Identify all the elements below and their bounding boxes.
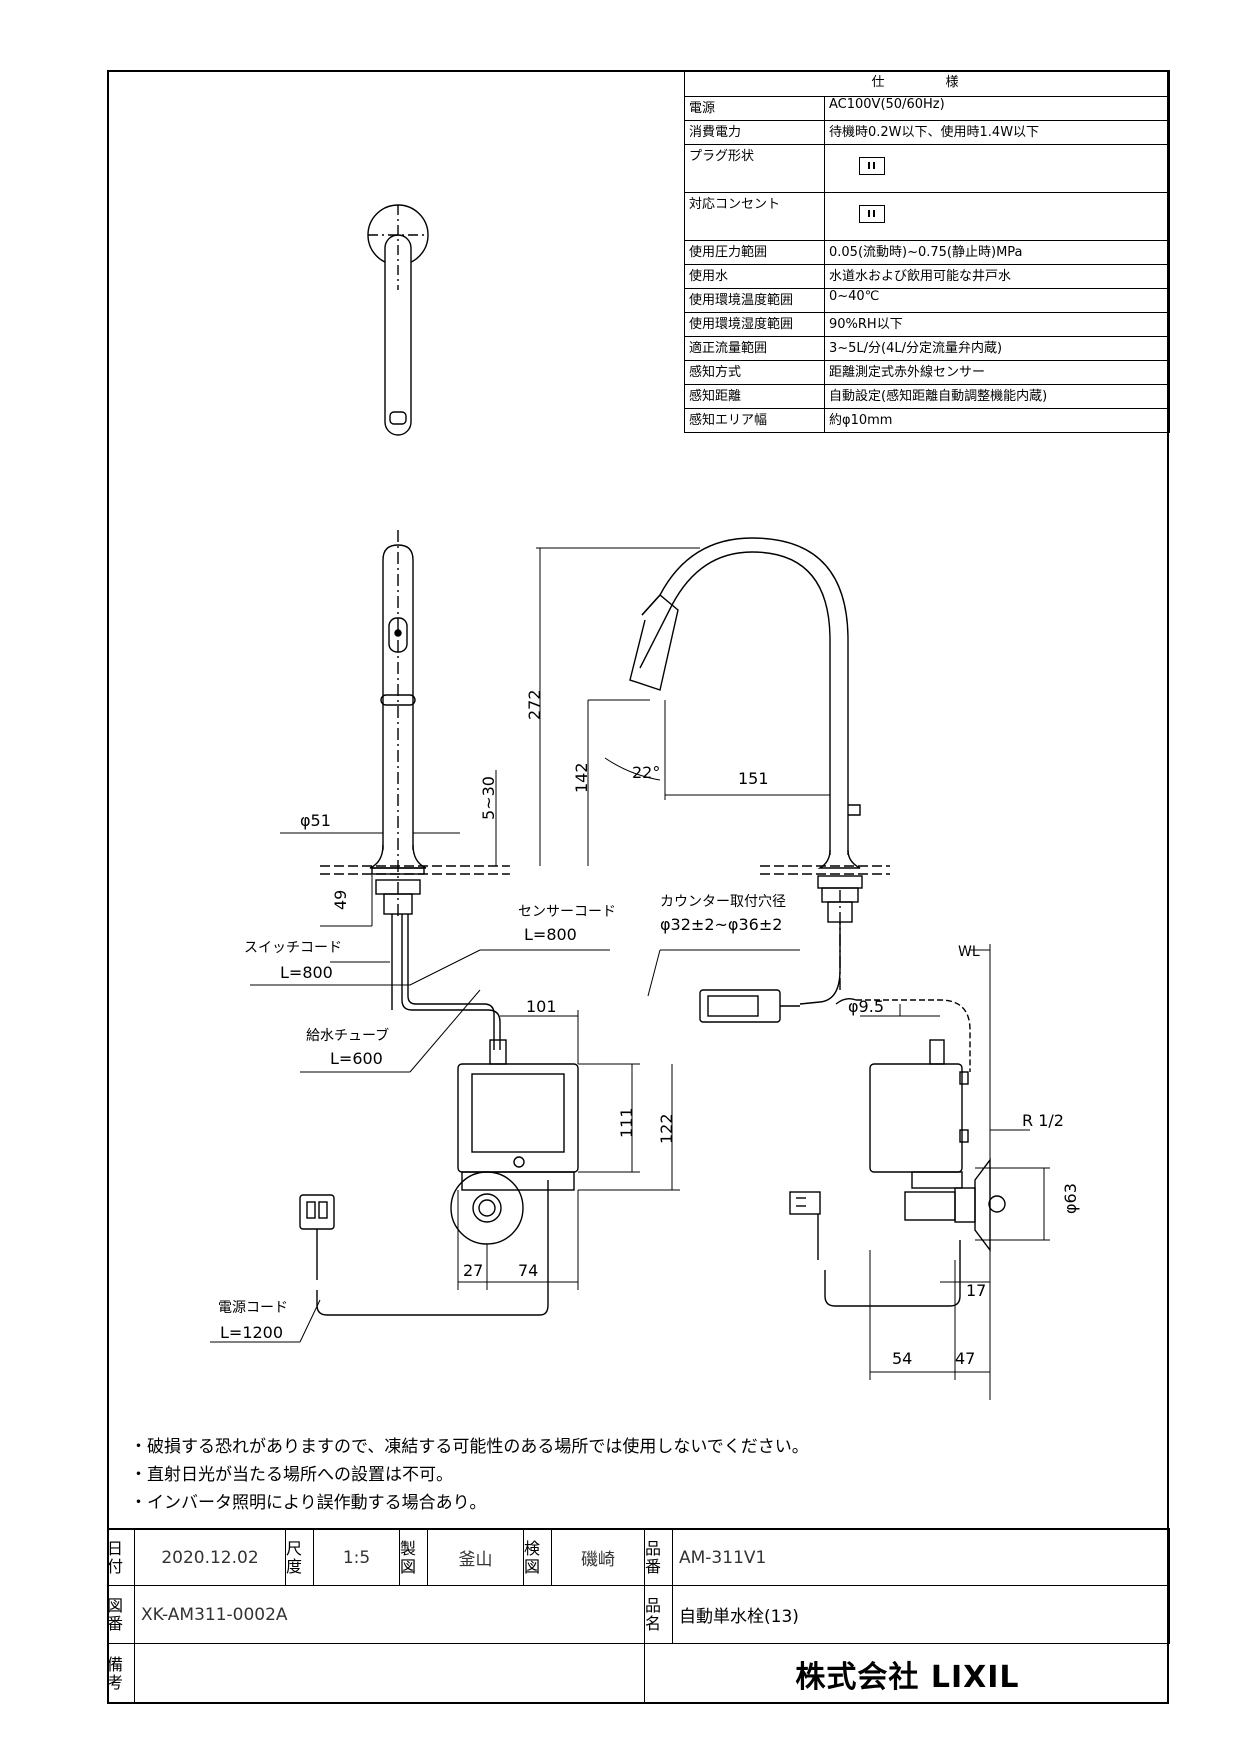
remarks-value <box>135 1644 645 1704</box>
dim-label: φ9.5 <box>848 997 884 1016</box>
date-value: 2020.12.02 <box>135 1530 286 1586</box>
plug-shape-cell <box>824 144 1170 193</box>
dim-label: 54 <box>892 1349 912 1368</box>
spec-label: 使用環境湿度範囲 <box>684 312 825 337</box>
dim-label: 47 <box>955 1349 975 1368</box>
company-cell: 株式会社 LIXIL <box>645 1644 1170 1704</box>
faucet-front-view <box>369 530 501 1050</box>
spec-value: 約φ10mm <box>824 408 1170 433</box>
wl-label: WL <box>958 944 980 960</box>
dim-label: 142 <box>572 762 591 793</box>
spec-value: AC100V(50/60Hz) <box>824 96 1170 121</box>
dim-label: φ63 <box>1061 1183 1080 1214</box>
product-name-value: 自動単水栓(13) <box>673 1586 1170 1644</box>
faucet-side-view <box>629 537 863 1023</box>
plug-shape-icon <box>859 157 885 175</box>
dimension-lines <box>210 547 1050 1400</box>
dim-label: 122 <box>657 1113 676 1144</box>
dimension-labels: φ51 5~30 272 142 22° 151 49 センサーコード L=80… <box>218 689 1080 1368</box>
dim-label: φ51 <box>300 811 331 830</box>
spec-label: 適正流量範囲 <box>684 336 825 361</box>
control-box-side <box>789 997 1006 1307</box>
dim-label: 151 <box>738 769 769 788</box>
spec-label: 使用水 <box>684 264 825 289</box>
remarks-label: 備考 <box>107 1644 135 1704</box>
power-cord-length: L=1200 <box>220 1323 283 1342</box>
power-cord-label: 電源コード <box>218 1300 288 1316</box>
notes: ・破損する恐れがありますので、凍結する可能性のある場所では使用しないでください。… <box>130 1433 809 1517</box>
spec-value: 0.05(流動時)~0.75(静止時)MPa <box>824 240 1170 265</box>
supply-tube-label: 給水チューブ <box>306 1027 389 1044</box>
spec-label: 電源 <box>684 96 825 121</box>
title-block-top-rule <box>107 1528 1170 1530</box>
note-line: ・直射日光が当たる場所への設置は不可。 <box>130 1465 453 1485</box>
dim-label: 111 <box>617 1107 636 1138</box>
dim-label: 272 <box>525 689 544 720</box>
sensor-cord-length: L=800 <box>524 925 577 944</box>
checked-label: 検図 <box>524 1530 552 1586</box>
supply-tube-length: L=600 <box>330 1049 383 1068</box>
counter-hole-dim: φ32±2~φ36±2 <box>660 915 782 934</box>
spec-label: 使用圧力範囲 <box>684 240 825 265</box>
note-line: ・インバータ照明により誤作動する場合あり。 <box>130 1493 487 1513</box>
spec-value: 距離測定式赤外線センサー <box>824 360 1170 385</box>
part-no-label: 品番 <box>645 1530 673 1586</box>
switch-cord-label: スイッチコード <box>244 940 342 956</box>
part-no-value: AM-311V1 <box>673 1530 1170 1586</box>
counter-hole-label: カウンター取付穴径 <box>660 894 786 910</box>
spec-value: 水道水および飲用可能な井戸水 <box>824 264 1170 289</box>
scale-value: 1:5 <box>314 1530 400 1586</box>
spec-label: 感知エリア幅 <box>684 408 825 433</box>
spec-label: 感知距離 <box>684 384 825 409</box>
title-block: 日付 2020.12.02 尺度 1:5 製図 釜山 検図 磯崎 品番 AM-3… <box>107 1528 1170 1704</box>
spec-label: 対応コンセント <box>684 192 825 241</box>
drawing-no-label: 図番 <box>107 1586 135 1644</box>
sensor-cord-label: センサーコード <box>518 904 616 920</box>
dim-label: 5~30 <box>479 776 498 820</box>
dim-label: 22° <box>632 763 660 782</box>
drawn-label: 製図 <box>400 1530 428 1586</box>
faucet-top-view <box>367 204 429 436</box>
drawing-frame <box>107 70 1169 1704</box>
spec-label: 使用環境温度範囲 <box>684 288 825 313</box>
dim-label: 101 <box>526 997 557 1016</box>
thread-label: R 1/2 <box>1022 1111 1064 1130</box>
company-logo: 株式会社 LIXIL <box>795 1660 1020 1695</box>
checked-value: 磯崎 <box>552 1530 645 1586</box>
spec-label: 感知方式 <box>684 360 825 385</box>
switch-cord-length: L=800 <box>280 963 333 982</box>
scale-label: 尺度 <box>286 1530 314 1586</box>
spec-value: 90%RH以下 <box>824 312 1170 337</box>
drawing-no-value: XK-AM311-0002A <box>135 1586 645 1644</box>
dim-label: 27 <box>463 1261 483 1280</box>
drawn-value: 釜山 <box>428 1530 524 1586</box>
date-label: 日付 <box>107 1530 135 1586</box>
dim-label: 17 <box>966 1281 986 1300</box>
outlet-icon <box>859 205 885 223</box>
product-name-label: 品名 <box>645 1586 673 1644</box>
dim-label: 74 <box>518 1261 538 1280</box>
dim-label: 49 <box>331 890 350 910</box>
spec-label: プラグ形状 <box>684 144 825 193</box>
note-line: ・破損する恐れがありますので、凍結する可能性のある場所では使用しないでください。 <box>130 1437 809 1457</box>
